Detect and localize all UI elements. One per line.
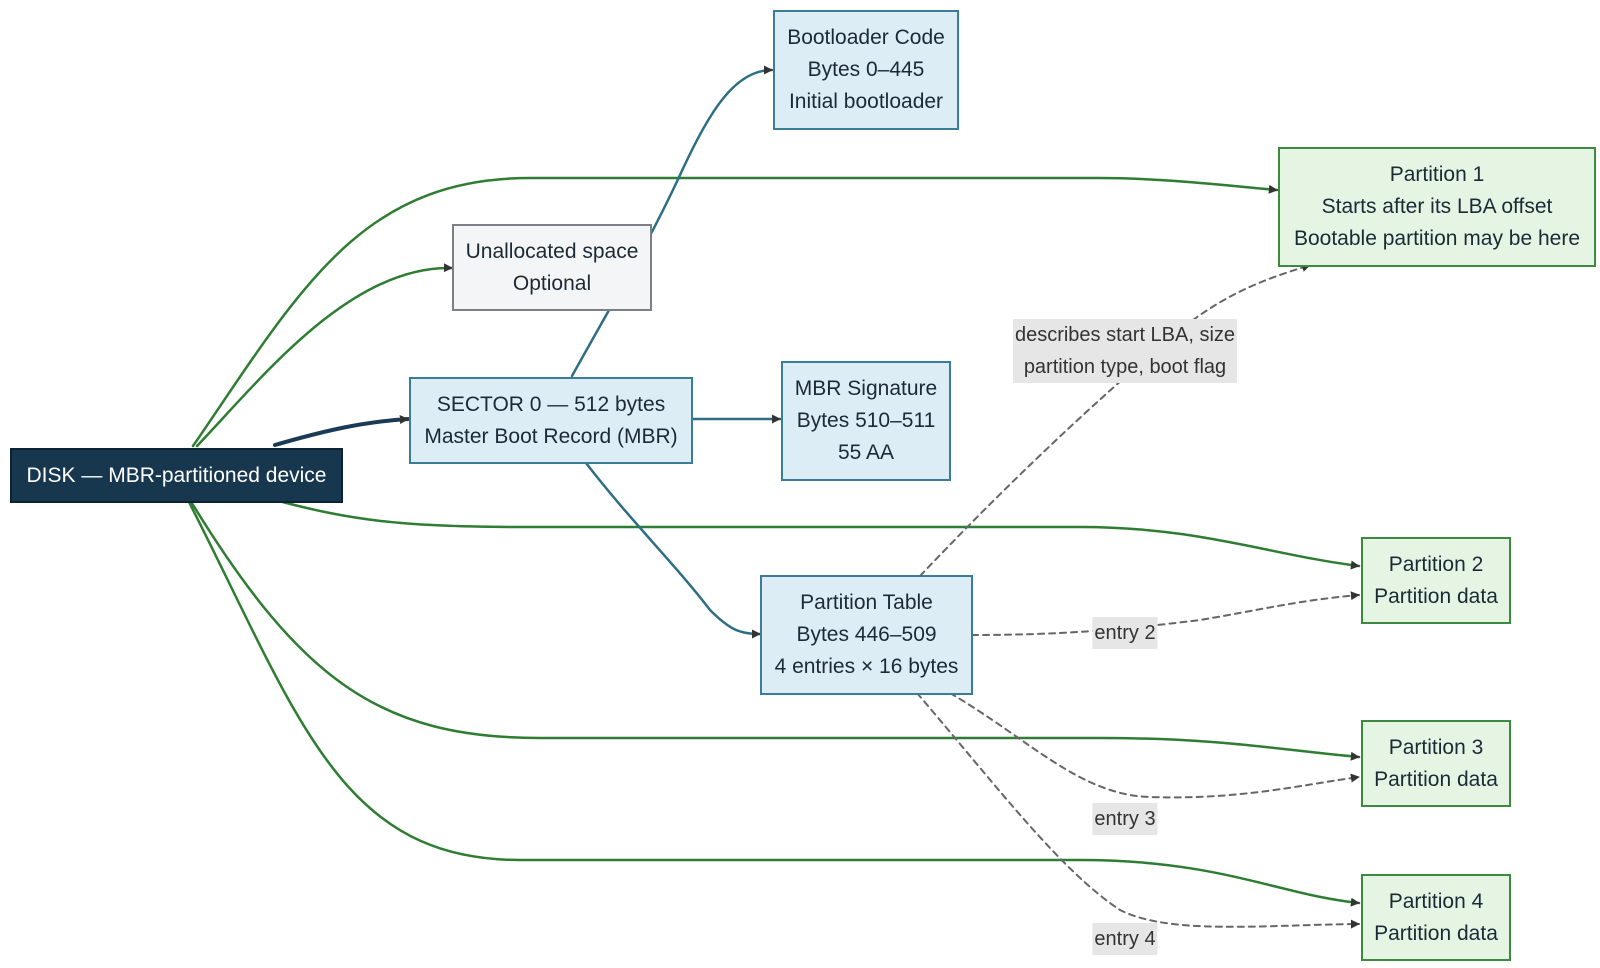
ptable-node-title: Partition Table [800,591,933,614]
edge-label-entry3-text: entry 3 [1094,808,1156,830]
edge-ptable-to-p3 [949,692,1360,799]
partition-table-node[interactable]: Partition Table Bytes 446–509 4 entries … [760,575,973,695]
edge-label-entry1: describes start LBA, size partition type… [1012,319,1238,383]
bootloader-node-title: Bootloader Code [787,26,945,49]
edge-disk-to-p2 [273,498,1361,570]
mbr-signature-node[interactable]: MBR Signature Bytes 510–511 55 AA [781,361,951,481]
edge-disk-to-p1 [191,176,1279,448]
p1-node-bootable: Bootable partition may be here [1293,227,1580,250]
edge-sector0-to-ptable [584,461,762,639]
edge-disk-to-sector0 [273,415,410,447]
ptable-node-entries: 4 entries × 16 bytes [774,655,959,678]
edge-label-entry2: entry 2 [1092,617,1158,649]
p1-node-title: Partition 1 [1389,163,1485,186]
sector0-node-title: SECTOR 0 — 512 bytes [436,392,666,416]
unallocated-space-node[interactable]: Unallocated space Optional [452,224,652,311]
p3-node-desc: Partition data [1374,767,1498,791]
p4-node-title: Partition 4 [1388,889,1484,913]
p2-node-desc: Partition data [1374,584,1498,608]
partition-2-node[interactable]: Partition 2 Partition data [1361,537,1511,624]
bootloader-node-desc: Initial bootloader [788,90,944,113]
edge-label-entry2-text: entry 2 [1094,622,1156,644]
ptable-node-bytes: Bytes 446–509 [796,623,937,646]
edge-label-entry4: entry 4 [1092,923,1158,955]
disk-node-label: DISK — MBR-partitioned device [26,463,327,487]
edge-label-entry1-line1: describes start LBA, size [1014,324,1236,346]
edge-label-entry4-text: entry 4 [1094,928,1156,950]
edge-sector0-to-bootloader [570,65,774,378]
partition-1-node[interactable]: Partition 1 Starts after its LBA offset … [1278,147,1596,267]
disk-node[interactable]: DISK — MBR-partitioned device [10,448,343,503]
signature-node-bytes: Bytes 510–511 [796,409,936,432]
signature-node-value: 55 AA [837,441,895,464]
edge-ptable-to-p4 [916,692,1360,929]
unallocated-node-title: Unallocated space [465,239,639,263]
edge-disk-to-unallocated [195,263,454,448]
signature-node-title: MBR Signature [794,377,938,400]
p1-node-start: Starts after its LBA offset [1321,195,1553,218]
partition-4-node[interactable]: Partition 4 Partition data [1361,874,1511,961]
bootloader-node-bytes: Bytes 0–445 [807,58,925,81]
edge-ptable-to-p1 [919,263,1311,577]
sector0-mbr-node[interactable]: SECTOR 0 — 512 bytes Master Boot Record … [409,377,693,464]
p2-node-title: Partition 2 [1388,552,1484,576]
edge-label-entry1-line2: partition type, boot flag [1023,356,1227,378]
sector0-node-subtitle: Master Boot Record (MBR) [424,424,678,448]
p3-node-title: Partition 3 [1388,735,1484,759]
partition-3-node[interactable]: Partition 3 Partition data [1361,720,1511,807]
edge-ptable-to-p2 [971,591,1360,636]
p4-node-desc: Partition data [1374,921,1498,945]
edge-label-entry3: entry 3 [1092,803,1158,835]
unallocated-node-subtitle: Optional [512,271,592,295]
edge-disk-to-p3 [188,498,1361,761]
edge-disk-to-p4 [186,498,1361,907]
bootloader-code-node[interactable]: Bootloader Code Bytes 0–445 Initial boot… [773,10,959,130]
